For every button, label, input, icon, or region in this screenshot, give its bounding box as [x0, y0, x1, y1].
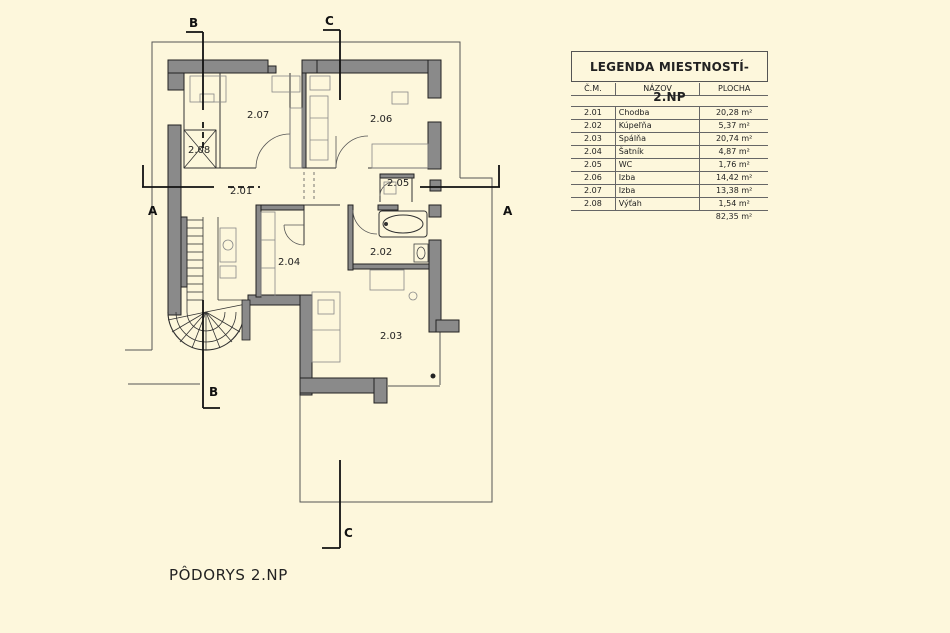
sink [413, 243, 429, 263]
room-labels: 2.01 2.02 2.03 2.04 2.05 2.06 2.07 2.08 [188, 110, 409, 342]
legend-cell-number: 2.06 [571, 172, 616, 184]
legend-table-body: 2.01 Chodba 20,28 m² 2.02 Kúpeľňa 5,37 m… [571, 107, 768, 211]
legend-cell-area: 20,74 m² [715, 134, 753, 143]
room-label-2-07: 2.07 [247, 110, 269, 121]
legend-row: 2.01 Chodba 20,28 m² [571, 107, 768, 120]
legend-cell-number: 2.04 [571, 146, 616, 158]
room-label-2-06: 2.06 [370, 114, 392, 125]
furniture [189, 75, 429, 363]
legend-row: 2.08 Výťah 1,54 m² [571, 198, 768, 211]
room-legend: LEGENDA MIESTNOSTÍ- 2.NP Č.M. NÁZOV PLOC… [571, 51, 768, 223]
room-label-2-02: 2.02 [370, 247, 392, 258]
legend-cell-name: Kúpeľňa [616, 120, 701, 132]
legend-cell-number: 2.03 [571, 133, 616, 145]
legend-cell-area: 5,37 m² [718, 121, 750, 130]
legend-cell-name: Šatník [616, 146, 701, 158]
legend-total-row: 82,35 m² [571, 211, 768, 223]
legend-spacer [571, 96, 768, 107]
section-a-left-label: A [148, 204, 158, 218]
legend-row: 2.05 WC 1,76 m² [571, 159, 768, 172]
legend-row: 2.06 Izba 14,42 m² [571, 172, 768, 185]
legend-cell-name: Výťah [616, 198, 701, 210]
legend-row: 2.04 Šatník 4,87 m² [571, 146, 768, 159]
legend-total-area: 82,35 m² [715, 212, 753, 221]
legend-cell-name: WC [616, 159, 701, 171]
room-label-2-01: 2.01 [230, 186, 252, 197]
section-a-right-label: A [503, 204, 513, 218]
room-label-2-08: 2.08 [188, 145, 210, 156]
legend-header-name: NÁZOV [616, 83, 701, 95]
legend-row: 2.03 Spálňa 20,74 m² [571, 133, 768, 146]
legend-cell-number: 2.08 [571, 198, 616, 210]
door-swings [255, 133, 395, 246]
dashed-lines [303, 172, 315, 200]
section-c-top-label: C [325, 14, 334, 28]
section-b-top-label: B [189, 16, 198, 30]
legend-cell-number: 2.02 [571, 120, 616, 132]
room-label-2-04: 2.04 [278, 257, 300, 268]
bathtub [378, 210, 428, 238]
legend-header-number: Č.M. [571, 83, 616, 95]
staircase [167, 217, 251, 351]
legend-cell-name: Spálňa [616, 133, 701, 145]
section-c-bottom-label: C [344, 526, 353, 540]
section-b-bottom-label: B [209, 385, 218, 399]
legend-cell-name: Izba [616, 172, 701, 184]
legend-cell-area: 14,42 m² [715, 173, 753, 182]
walls [167, 59, 460, 404]
page-title: PÔDORYS 2.NP [169, 566, 288, 584]
legend-cell-name: Izba [616, 185, 701, 197]
room-label-2-03: 2.03 [380, 331, 402, 342]
column-dot [430, 373, 436, 379]
outline-lines [125, 41, 493, 503]
section-markers: A A B B C C [148, 14, 513, 540]
legend-cell-area: 1,54 m² [718, 199, 750, 208]
legend-cell-number: 2.07 [571, 185, 616, 197]
legend-row: 2.07 Izba 13,38 m² [571, 185, 768, 198]
section-lines [142, 29, 500, 549]
legend-cell-number: 2.05 [571, 159, 616, 171]
legend-cell-area: 1,76 m² [718, 160, 750, 169]
legend-cell-area: 4,87 m² [718, 147, 750, 156]
legend-cell-number: 2.01 [571, 107, 616, 119]
legend-header-area: PLOCHA [718, 84, 751, 93]
legend-cell-area: 13,38 m² [715, 186, 753, 195]
elevator [183, 129, 217, 169]
room-label-2-05: 2.05 [387, 178, 409, 189]
legend-header-row: Č.M. NÁZOV PLOCHA [571, 83, 768, 96]
legend-cell-name: Chodba [616, 107, 701, 119]
legend-cell-area: 20,28 m² [715, 108, 753, 117]
legend-title: LEGENDA MIESTNOSTÍ- 2.NP [571, 51, 768, 104]
legend-row: 2.02 Kúpeľňa 5,37 m² [571, 120, 768, 133]
